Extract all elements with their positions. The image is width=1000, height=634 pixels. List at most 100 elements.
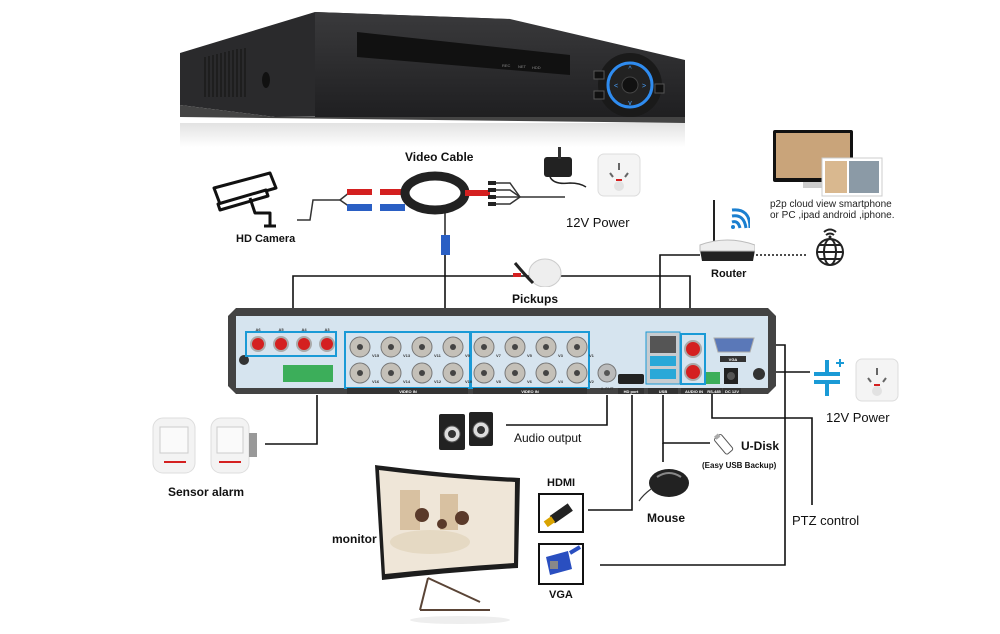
speakers-icon — [439, 412, 493, 450]
bnc-port-label: V16 — [372, 379, 380, 384]
bnc-port-label: V11 — [434, 353, 442, 358]
usb-port-2 — [650, 369, 676, 379]
video-cable-icon — [297, 171, 565, 255]
rs485-terminal — [706, 372, 720, 384]
bnc-pin — [388, 370, 394, 376]
dvr-display — [357, 32, 570, 75]
bnc-pin — [512, 344, 518, 350]
pir-sensor-icon — [152, 417, 257, 474]
label-pickups: Pickups — [512, 292, 559, 306]
label-12v-power-right: 12V Power — [826, 410, 890, 425]
usb-port-1 — [650, 356, 676, 366]
wall-socket-icon — [597, 153, 641, 197]
p2p-devices-icon — [773, 130, 883, 197]
bnc-port-label: V13 — [403, 353, 411, 358]
alarm-terminal-block — [283, 365, 333, 382]
label-monitor: monitor — [332, 532, 377, 546]
label-audio-output: Audio output — [514, 431, 582, 445]
bnc-pin — [481, 344, 487, 350]
smartphone-icon — [849, 161, 879, 193]
globe-network-icon — [816, 228, 844, 266]
rs485-label: RS-485 — [707, 389, 721, 394]
bnc-pin — [450, 370, 456, 376]
vga-label: VGA — [729, 357, 738, 362]
dc-power-symbol-icon — [814, 359, 844, 396]
svg-text:<: < — [614, 83, 618, 90]
wire-hdmi — [588, 395, 633, 511]
microphone-pickup-icon — [513, 258, 562, 287]
label-p2p: p2p cloud view smartphone or PC ,ipad an… — [770, 199, 895, 221]
wall-socket-right-icon — [855, 358, 899, 402]
bnc-pin — [357, 370, 363, 376]
audio-in-a2 — [684, 363, 702, 381]
dvr-front-image: REC NET HDD ^ v < > — [180, 12, 685, 147]
wire-alarm — [265, 395, 318, 445]
bnc-port-label: V7 — [496, 353, 502, 358]
label-udisk: U-Disk — [741, 439, 780, 453]
audio-in-port — [273, 336, 289, 352]
audio-in-port-label: A3 — [324, 327, 330, 332]
label-video-cable: Video Cable — [405, 150, 474, 164]
wifi-router-icon — [699, 200, 755, 261]
dvr-esc-button — [593, 90, 605, 100]
bnc-port-label: V6 — [527, 379, 533, 384]
svg-text:^: ^ — [628, 66, 632, 73]
bnc-pin — [419, 370, 425, 376]
audio-in-port — [319, 336, 335, 352]
audio-in-a1 — [684, 340, 702, 358]
wifi-signal-icon — [731, 208, 750, 229]
video-in-label-left: VIDEO IN — [399, 389, 417, 394]
audio-in-a1-a2-group — [680, 333, 706, 385]
svg-text:v: v — [628, 100, 632, 107]
wire-lan — [659, 254, 700, 332]
indicator-rec: REC — [502, 63, 511, 68]
label-sensor-alarm: Sensor alarm — [168, 485, 245, 499]
bnc-pin — [388, 344, 394, 350]
cctv-camera-icon — [212, 171, 278, 228]
bnc-port-label: V5 — [527, 353, 533, 358]
power-adapter-icon — [544, 147, 587, 188]
audio-in-port-label: A5 — [278, 327, 284, 332]
bnc-port-label: V4 — [558, 379, 564, 384]
bnc-port-label: V3 — [558, 353, 564, 358]
lan-port — [650, 336, 676, 353]
bnc-port-label: V14 — [403, 379, 411, 384]
cable-coil-icon — [400, 171, 470, 215]
hdmi-port — [618, 374, 644, 384]
bnc-pin — [357, 344, 363, 350]
vga-port — [713, 337, 755, 353]
bnc-port-label: V1 — [589, 353, 595, 358]
bnc-port-label: V9 — [465, 353, 471, 358]
audio-in-port-label: A6 — [255, 327, 261, 332]
audio-in-group — [245, 331, 337, 357]
blue-bnc-connector — [347, 204, 372, 211]
label-hd-camera: HD Camera — [236, 233, 296, 245]
label-router: Router — [711, 268, 747, 280]
svg-text:>: > — [642, 83, 646, 90]
monitor-screen-icon — [375, 465, 520, 624]
vga-plug-icon — [538, 543, 584, 585]
hdmi-plug-icon — [538, 493, 584, 533]
bnc-port-label: V15 — [372, 353, 380, 358]
label-12v-power-top: 12V Power — [566, 215, 630, 230]
label-hdmi: HDMI — [547, 477, 576, 489]
bnc-port-label: V10 — [465, 379, 473, 384]
bnc-port-label: V2 — [589, 379, 595, 384]
red-rca-connector — [347, 189, 372, 195]
label-ptz-control: PTZ control — [792, 513, 860, 528]
usb-drive-icon — [713, 433, 734, 455]
wire-aout — [506, 395, 608, 426]
wire-rs485-ptz — [711, 388, 813, 505]
video-in-label-right: VIDEO IN — [521, 389, 539, 394]
audio-in-label: AUDIO IN — [685, 389, 703, 394]
hdmi-port-label: HD port — [624, 389, 639, 394]
dvr-menu-button — [593, 70, 605, 80]
bnc-pin — [419, 344, 425, 350]
label-mouse: Mouse — [647, 511, 686, 525]
usb-label: USB — [659, 389, 668, 394]
bnc-port-label: V8 — [496, 379, 502, 384]
audio-in-port — [250, 336, 266, 352]
bnc-port-label: V12 — [434, 379, 442, 384]
wire-usb — [662, 395, 710, 444]
